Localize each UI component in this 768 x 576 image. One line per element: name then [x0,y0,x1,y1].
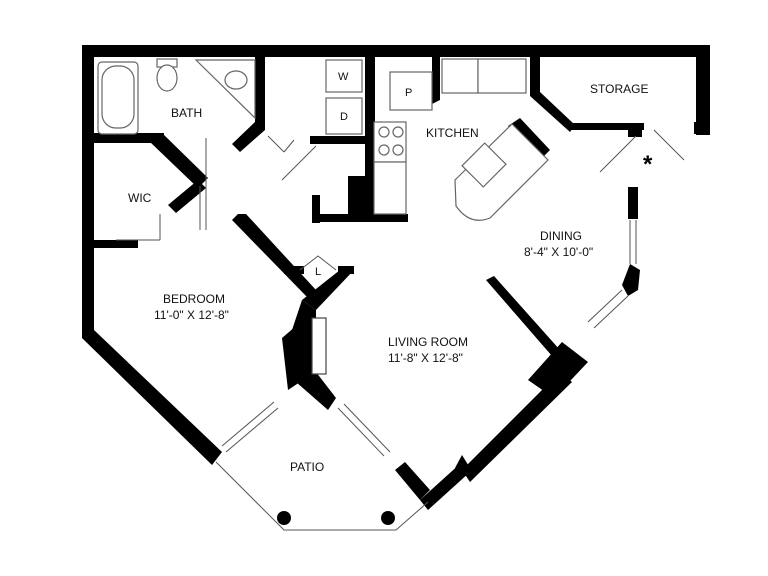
room-labels: BATH WIC KITCHEN STORAGE DINING 8'-4" X … [128,71,653,474]
living-room-label: LIVING ROOM [388,335,468,349]
patio-outline [215,461,429,531]
dining-dimensions: 8'-4" X 10'-0" [524,245,593,259]
fridge [441,58,527,94]
dryer [325,97,363,135]
living-room-dimensions: 11'-8" X 12'-8" [388,351,463,365]
washer [325,59,363,93]
stove [373,121,407,215]
bath-sink [194,59,256,120]
patio-label: PATIO [290,460,324,474]
bedroom-label: BEDROOM [163,292,225,306]
linen-label: L [315,266,321,278]
bedroom-dimensions: 11'-0" X 12'-8" [154,308,229,322]
bath-label: BATH [171,106,202,120]
windows [221,220,637,457]
pantry [389,71,433,111]
kitchen-label: KITCHEN [426,126,479,140]
kitchen-island [454,123,549,221]
pantry-label: P [405,87,412,99]
storage-label: STORAGE [590,82,648,96]
bathtub [97,61,139,135]
wic-label: WIC [128,191,152,205]
washer-label: W [338,71,349,83]
dining-label: DINING [540,229,582,243]
toilet [156,58,178,92]
asterisk-marker: * [643,151,653,178]
doors [116,103,685,271]
interior-walls [94,57,560,410]
dryer-label: D [340,111,348,123]
exterior-walls [82,45,710,510]
